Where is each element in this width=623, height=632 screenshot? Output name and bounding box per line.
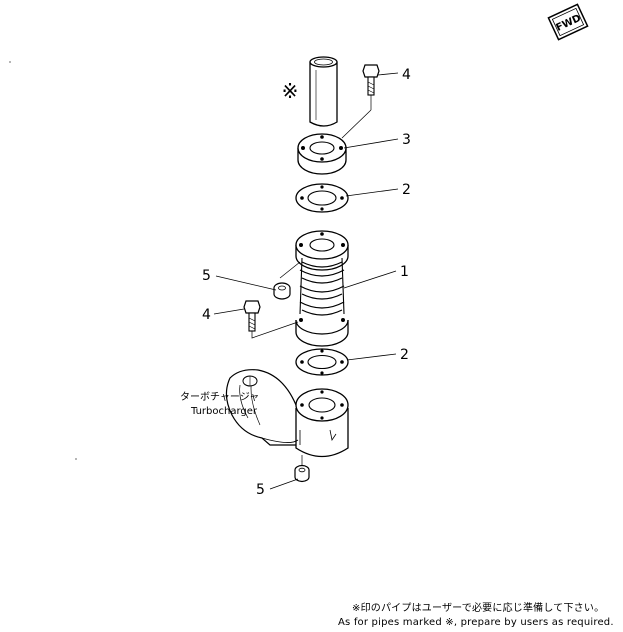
gasket-upper (295, 183, 349, 213)
footnote-jp: ※印のパイプはユーザーで必要に応じ準備して下さい。 (352, 601, 604, 614)
turbocharger-label-en: Turbocharger (190, 406, 258, 417)
bolt-top (341, 64, 380, 139)
callout-5-upper: 5 (202, 268, 211, 284)
bolt-lower (243, 300, 299, 339)
gasket-lower (295, 348, 349, 376)
pipe-marker-symbol: ※ (282, 79, 299, 103)
callout-2-upper: 2 (402, 182, 411, 198)
pipe (309, 56, 338, 127)
nut-lower (294, 455, 310, 483)
footnote-en: As for pipes marked ※, prepare by users … (338, 617, 614, 628)
callout-2-lower: 2 (400, 347, 409, 363)
turbocharger-label-jp: ターボチャージャ (180, 391, 259, 403)
bellows-joint (279, 230, 349, 347)
callout-1: 1 (400, 264, 409, 280)
callout-3: 3 (402, 132, 411, 148)
leader-lines (213, 72, 399, 490)
turbocharger-housing (225, 369, 349, 458)
flange (297, 133, 347, 175)
callout-5-lower: 5 (256, 482, 265, 498)
callout-4-top: 4 (402, 67, 411, 83)
fwd-direction-badge: FWD (547, 3, 589, 41)
nut-upper (273, 282, 291, 300)
callout-4-lower: 4 (202, 307, 211, 323)
